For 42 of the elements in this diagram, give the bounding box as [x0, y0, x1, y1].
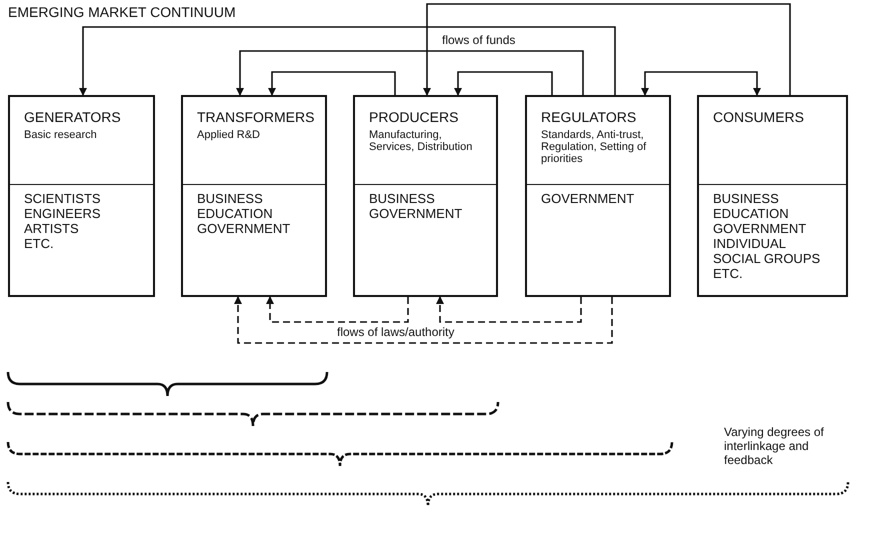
arrow: [266, 296, 409, 323]
box-subtitle: Applied R&D: [197, 129, 261, 141]
list-item: ARTISTS: [24, 221, 79, 236]
diagram-title: EMERGING MARKET CONTINUUM: [8, 4, 236, 20]
arrow: [236, 50, 584, 96]
list-item: GOVERNMENT: [197, 221, 290, 236]
arrow: [423, 3, 791, 96]
category-box: [697, 95, 848, 297]
category-box: [525, 95, 671, 297]
list-item: EDUCATION: [713, 206, 789, 221]
list-item: BUSINESS: [713, 191, 779, 206]
box-heading: CONSUMERS: [713, 109, 804, 125]
arrow: [454, 71, 553, 96]
list-item: GOVERNMENT: [541, 191, 634, 206]
box-heading: PRODUCERS: [369, 109, 458, 125]
list-item: BUSINESS: [197, 191, 263, 206]
list-item: GOVERNMENT: [369, 206, 462, 221]
list-item: ETC.: [713, 266, 743, 281]
list-item: SOCIAL GROUPS: [713, 251, 820, 266]
list-item: ENGINEERS: [24, 206, 101, 221]
box-subtitle: Basic research: [24, 129, 98, 141]
list-item: BUSINESS: [369, 191, 435, 206]
category-box: [353, 95, 498, 297]
list-item: ETC.: [24, 236, 54, 251]
arrow: [641, 71, 761, 96]
arrow: [79, 26, 616, 96]
category-box: [8, 95, 155, 297]
box-heading: TRANSFORMERS: [197, 109, 314, 125]
flow-caption: flows of laws/authority: [335, 325, 456, 339]
box-subtitle: Standards, Anti-trust, Regulation, Setting of priorities: [541, 129, 648, 165]
list-item: GOVERNMENT: [713, 221, 806, 236]
arrow: [234, 296, 613, 344]
list-item: EDUCATION: [197, 206, 273, 221]
arrow: [268, 71, 396, 96]
category-box: [181, 95, 327, 297]
box-heading: GENERATORS: [24, 109, 121, 125]
box-heading: REGULATORS: [541, 109, 636, 125]
arrow: [436, 296, 582, 323]
flow-caption: flows of funds: [440, 33, 518, 47]
list-item: INDIVIDUAL: [713, 236, 786, 251]
list-item: SCIENTISTS: [24, 191, 101, 206]
box-subtitle: Manufacturing, Services, Distribution: [369, 129, 474, 153]
